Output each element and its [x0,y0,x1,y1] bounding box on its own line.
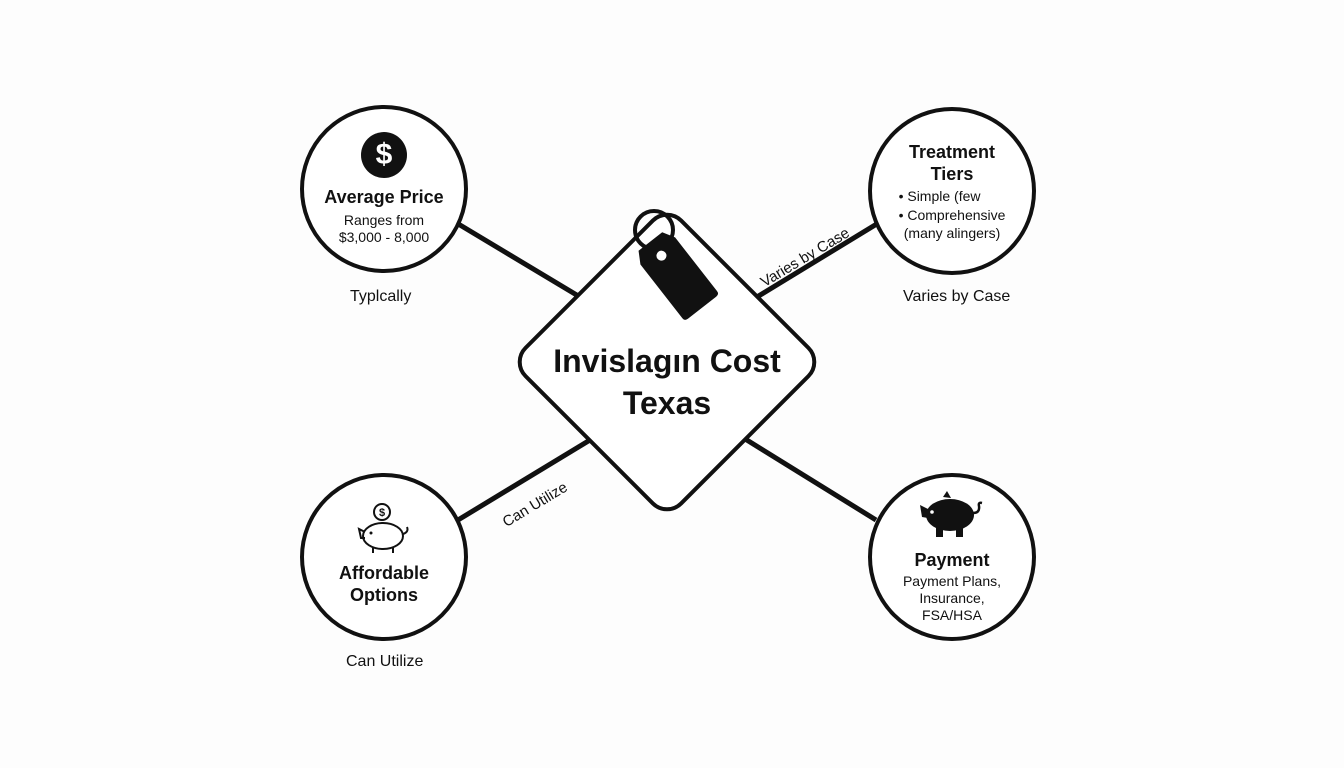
center-title-line1: Invislagın Cost [553,343,781,379]
payment-line3: FSA/HSA [922,606,982,623]
treatment-tiers-title-line1: Treatment [908,141,996,162]
connector-bottom-left [456,437,592,523]
treatment-tiers-list: Simple (few Comprehensive [899,187,1006,225]
affordable-options-outside-label: Can Utilize [346,653,424,670]
node-payment: Payment Payment Plans, Insurance, FSA/HS… [868,473,1036,641]
treatment-tiers-title-line2: Tiers [930,163,974,184]
node-affordable-options: $ Affordable Options [300,473,468,641]
list-item: Comprehensive [899,206,1005,225]
payment-line2: Insurance, [919,589,985,606]
price-tag-icon [633,209,719,320]
average-price-line2: $3,000 - 8,000 [338,229,430,245]
treatment-tiers-outside-label: Varies by Case [903,288,1011,305]
dollar-coin-icon: $ [361,132,407,178]
node-treatment-tiers: Treatment Tiers Simple (few Comprehensiv… [868,107,1036,275]
connector-top-left [453,219,587,303]
center-title: Invislagın Cost Texas [547,340,787,424]
affordable-options-title-line1: Affordable [339,563,429,583]
treatment-tiers-continuation: (many alingers) [903,224,1001,241]
average-price-outside-label: Typlcally [350,288,412,305]
average-price-line1: Ranges from [343,212,425,228]
coin-dollar-glyph: $ [379,507,385,519]
center-title-line2: Texas [622,385,712,421]
list-item: Simple (few [899,187,1006,206]
payment-line1: Payment Plans, [902,572,1002,589]
dollar-glyph: $ [375,138,393,171]
payment-title: Payment [914,549,990,570]
average-price-title: Average Price [324,187,444,207]
connector-top-right [750,219,882,303]
affordable-options-title-line2: Options [350,585,418,605]
node-average-price: $ Average Price Ranges from $3,000 - 8,0… [300,105,468,273]
piggy-bank-outline-icon: $ [357,503,409,553]
connector-bottom-right [740,434,878,523]
piggy-bank-filled-icon [920,490,983,537]
